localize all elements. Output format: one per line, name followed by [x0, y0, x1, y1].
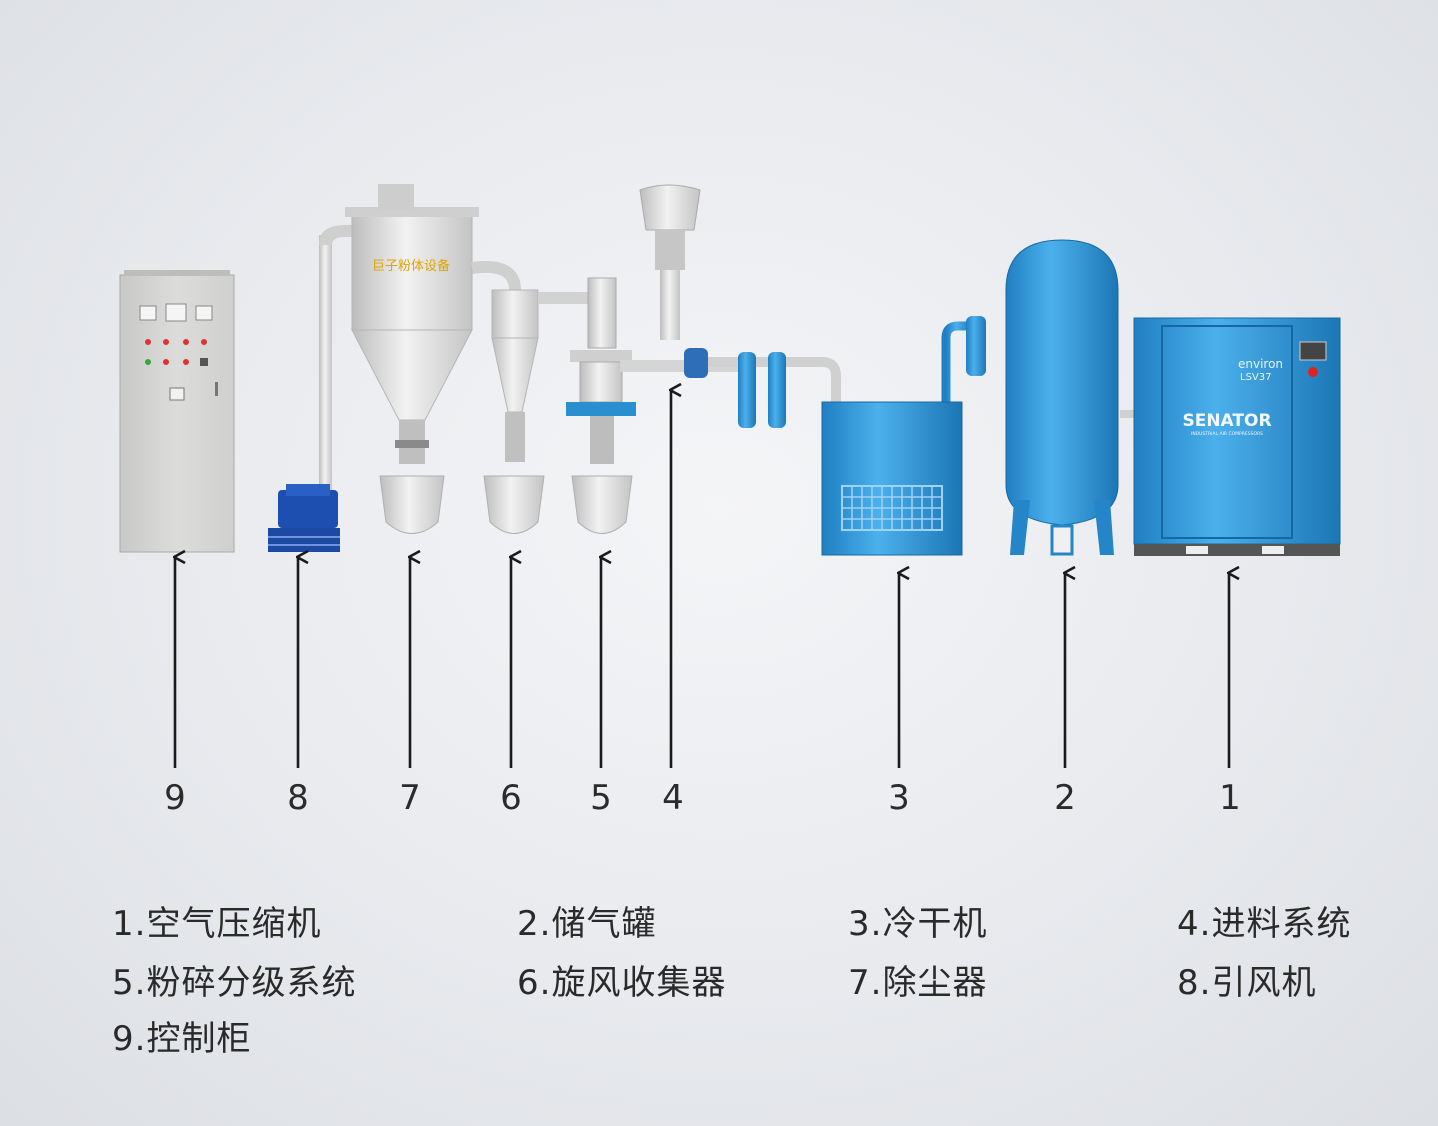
marker-4: 4 — [662, 778, 684, 818]
compressor-brand: SENATOR — [1182, 411, 1271, 431]
marker-3: 3 — [888, 778, 910, 818]
marker-6: 6 — [500, 778, 522, 818]
induced-draft-fan — [268, 225, 352, 552]
legend-item-8: 8.引风机 — [1177, 963, 1317, 1003]
marker-7: 7 — [399, 778, 421, 818]
legend-item-7: 7.除尘器 — [848, 963, 988, 1003]
control-cabinet — [119, 270, 235, 553]
marker-1: 1 — [1219, 778, 1241, 818]
cyclone-collector — [483, 289, 590, 534]
marker-5: 5 — [590, 778, 612, 818]
svg-text:巨子粉体设备: 巨子粉体设备 — [372, 258, 450, 274]
legend-item-6: 6.旋风收集器 — [517, 963, 727, 1003]
legend-item-3: 3.冷干机 — [848, 904, 988, 944]
marker-9: 9 — [164, 778, 186, 818]
air-receiver-tank — [1005, 239, 1119, 556]
legend-item-2: 2.储气罐 — [517, 904, 657, 944]
feeding-system — [620, 184, 738, 378]
legend-item-1: 1.空气压缩机 — [112, 904, 322, 944]
marker-2: 2 — [1054, 778, 1076, 818]
air-compressor: environ LSV37 SENATOR INDUSTRIAL AIR COM… — [1133, 317, 1341, 556]
compressor-logo: environ — [1238, 357, 1283, 371]
compressor-model: LSV37 — [1240, 372, 1271, 383]
dust-collector: 巨子粉体设备 — [345, 184, 521, 534]
refrigerated-dryer — [821, 401, 963, 556]
grinding-classifying-system — [566, 277, 636, 534]
legend-item-9: 9.控制柜 — [112, 1019, 252, 1059]
arrows — [175, 390, 1229, 768]
compressor-tagline: INDUSTRIAL AIR COMPRESSORS — [1191, 431, 1263, 437]
legend-item-4: 4.进料系统 — [1177, 904, 1352, 944]
marker-8: 8 — [287, 778, 309, 818]
legend-item-5: 5.粉碎分级系统 — [112, 963, 357, 1003]
air-piping — [708, 316, 1134, 428]
